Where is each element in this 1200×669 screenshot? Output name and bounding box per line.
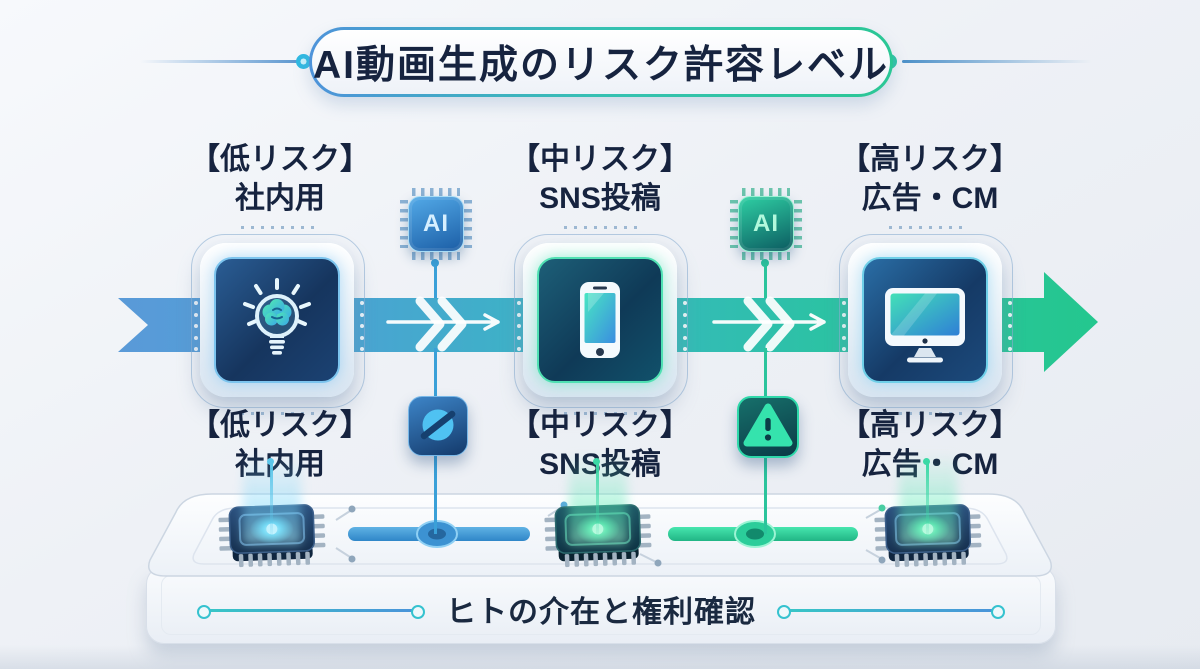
stitch-dots — [564, 412, 638, 415]
beam-core — [596, 464, 599, 536]
top-label-medium-risk-line1: 【中リスク】 — [510, 143, 690, 176]
beam-node — [593, 458, 600, 465]
top-label-low-risk: 【低リスク】 社内用 — [120, 140, 440, 218]
chip-pins — [400, 200, 408, 248]
chip-pins — [412, 188, 460, 196]
chip-pins — [464, 200, 472, 248]
stage-box-low — [200, 243, 354, 397]
bottom-label-low-risk-line2: 社内用 — [235, 448, 325, 481]
checkpoint2-node — [761, 259, 769, 267]
bottom-label-low-risk-line1: 【低リスク】 — [190, 409, 370, 442]
top-label-high-risk-line1: 【高リスク】 — [840, 143, 1020, 176]
bottom-label-high-risk-line2: 広告・CM — [861, 448, 999, 481]
circuit-traces — [335, 506, 881, 563]
beam-node — [267, 458, 274, 465]
stage-panel-medium — [537, 257, 663, 383]
top-label-medium-risk-line2: SNS投稿 — [539, 182, 661, 215]
stage-box-outline-low — [191, 234, 365, 408]
checkpoint1-line-upper — [434, 266, 437, 306]
stage-box-medium — [523, 243, 677, 397]
title-banner: AI動画生成のリスク許容レベル — [309, 27, 893, 97]
warning-triangle-icon — [737, 396, 799, 458]
footer-deco-line-left — [205, 609, 417, 612]
title-connector-line-left — [140, 60, 300, 63]
chip-pins — [794, 200, 802, 248]
lightbulb-brain-icon — [243, 278, 311, 355]
ai-chip-icon: AI — [400, 188, 472, 260]
ai-chip-label: AI — [408, 196, 464, 252]
footer-deco-ring — [991, 605, 1005, 619]
smartphone-icon — [580, 282, 620, 358]
footer-deco-line-right — [785, 609, 997, 612]
stage-box-outline-high — [839, 234, 1013, 408]
chip-pins — [412, 252, 460, 260]
stage-box-high — [848, 243, 1002, 397]
chip-pins — [742, 252, 790, 260]
title-node-left — [296, 54, 311, 69]
stage-box-outline-medium — [514, 234, 688, 408]
double-chevron-icon — [743, 296, 795, 352]
bottom-label-medium-risk: 【中リスク】 SNS投稿 — [440, 406, 760, 484]
band-dots — [194, 301, 198, 351]
desktop-monitor-icon — [885, 288, 965, 363]
ai-chip-label: AI — [738, 196, 794, 252]
checkpoint2-line-upper — [764, 266, 767, 306]
ai-chip-icon: AI — [730, 188, 802, 260]
platform-top-surface — [148, 493, 1052, 577]
beam-node — [923, 458, 930, 465]
stitch-dots — [889, 412, 963, 415]
stage-panel-low — [214, 257, 340, 383]
page-title: AI動画生成のリスク許容レベル — [312, 44, 889, 87]
bottom-label-medium-risk-line1: 【中リスク】 — [510, 409, 690, 442]
top-label-high-risk: 【高リスク】 広告・CM — [770, 140, 1090, 218]
beam-core — [270, 464, 273, 536]
top-label-medium-risk: 【中リスク】 SNS投稿 — [440, 140, 760, 218]
checkpoint1-node — [431, 259, 439, 267]
capsule-connector-green — [668, 520, 858, 548]
band-dots — [517, 301, 521, 351]
stitch-dots — [889, 226, 963, 229]
stage-panel-high — [862, 257, 988, 383]
prohibition-badge-icon — [408, 396, 468, 456]
top-label-low-risk-line1: 【低リスク】 — [190, 143, 370, 176]
title-connector-line-right — [902, 60, 1092, 63]
bottom-label-high-risk: 【高リスク】 広告・CM — [770, 406, 1090, 484]
band-dots — [360, 301, 364, 351]
footer-deco-ring — [197, 605, 211, 619]
platform-front: ヒトの介在と権利確認 — [146, 566, 1056, 644]
floor-shadow — [0, 645, 1200, 669]
band-dots — [842, 301, 846, 351]
stitch-dots — [564, 226, 638, 229]
bottom-label-medium-risk-line2: SNS投稿 — [539, 448, 661, 481]
footer-deco-ring — [777, 605, 791, 619]
bottom-label-low-risk: 【低リスク】 社内用 — [120, 406, 440, 484]
chip-pins — [742, 188, 790, 196]
footer-deco-ring — [411, 605, 425, 619]
double-chevron-icon — [415, 296, 467, 352]
capsule-connector-blue — [348, 520, 530, 548]
bottom-label-high-risk-line1: 【高リスク】 — [840, 409, 1020, 442]
beam-core — [926, 464, 929, 536]
top-label-low-risk-line2: 社内用 — [235, 182, 325, 215]
band-dots — [1008, 301, 1012, 351]
chip-pins — [730, 200, 738, 248]
stitch-dots — [241, 412, 315, 415]
top-label-high-risk-line2: 広告・CM — [861, 182, 999, 215]
band-dots — [683, 301, 687, 351]
stitch-dots — [241, 226, 315, 229]
platform-label: ヒトの介在と権利確認 — [446, 596, 756, 629]
